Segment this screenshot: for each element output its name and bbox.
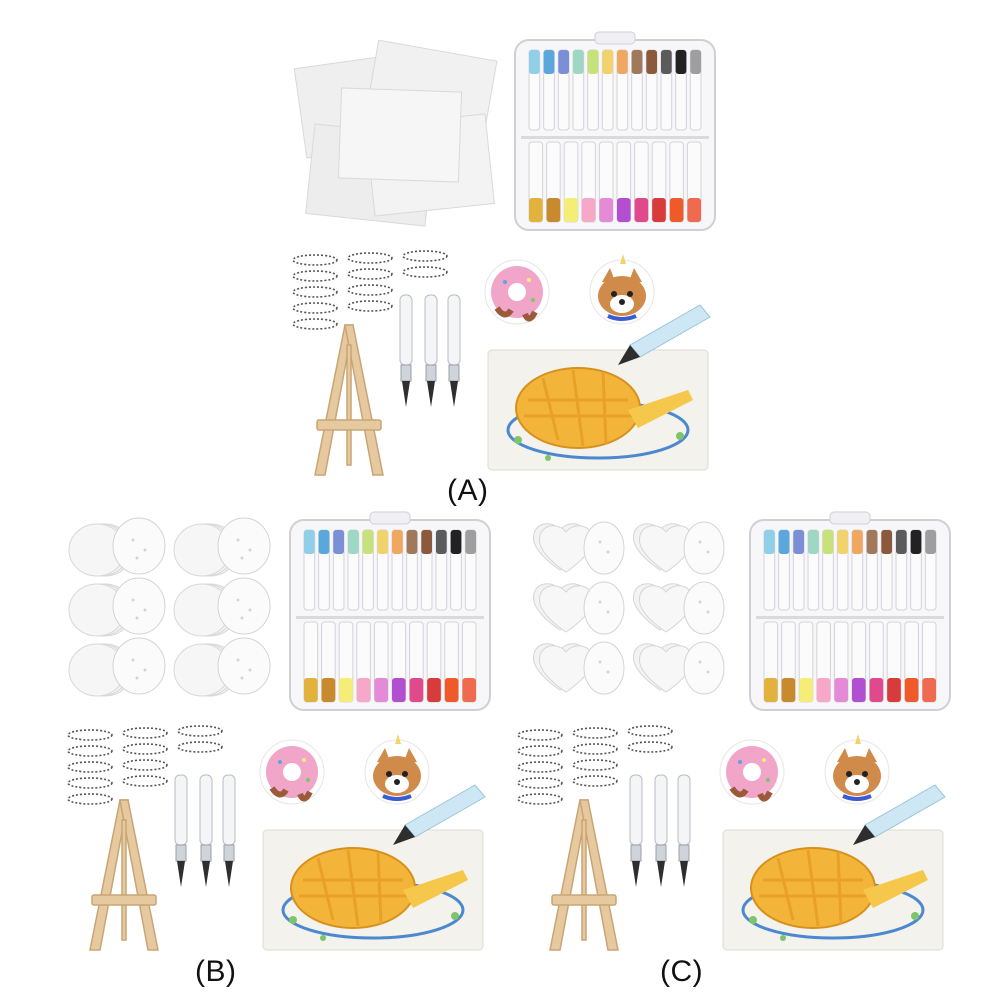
panel-c bbox=[505, 500, 965, 960]
marker-cap bbox=[587, 50, 599, 74]
marker-cap bbox=[573, 50, 584, 74]
marker-cap bbox=[617, 50, 628, 74]
marker-cap bbox=[333, 530, 344, 554]
caption-b: (B) bbox=[195, 955, 237, 988]
marker-cap bbox=[392, 530, 403, 554]
marker-cap bbox=[318, 530, 330, 554]
marker-cap bbox=[529, 198, 543, 222]
marker-case bbox=[749, 511, 951, 711]
marker-cap bbox=[406, 530, 418, 554]
dog-artwork bbox=[823, 732, 891, 806]
marker-cap bbox=[834, 678, 848, 702]
marker-cap bbox=[781, 678, 796, 702]
wooden-easel bbox=[549, 799, 619, 951]
marker-cap bbox=[558, 50, 569, 74]
marker-cap bbox=[887, 678, 901, 702]
marker-cap bbox=[409, 678, 424, 702]
round-paper-discs bbox=[68, 517, 271, 697]
donut-artwork bbox=[485, 260, 549, 324]
wooden-easel bbox=[314, 324, 384, 476]
marker-cap bbox=[462, 678, 476, 702]
marker-cap bbox=[392, 678, 406, 702]
marker-cap bbox=[356, 678, 371, 702]
marker-cap bbox=[799, 678, 813, 702]
marker-cap bbox=[436, 530, 447, 554]
water-brush-pens bbox=[399, 294, 461, 408]
marker-cap bbox=[869, 678, 884, 702]
marker-cap bbox=[852, 678, 866, 702]
marker-cap bbox=[687, 198, 701, 222]
marker-cap bbox=[631, 50, 643, 74]
marker-cap bbox=[617, 198, 631, 222]
marker-cap bbox=[661, 50, 672, 74]
marker-cap bbox=[778, 530, 790, 554]
panel-a bbox=[270, 20, 730, 480]
marker-cap bbox=[764, 678, 778, 702]
marker-cap bbox=[450, 530, 462, 554]
marker-cap bbox=[925, 530, 936, 554]
marker-cap bbox=[764, 530, 775, 554]
bread-artwork bbox=[721, 828, 945, 952]
marker-cap bbox=[546, 198, 561, 222]
marker-cap bbox=[564, 198, 578, 222]
marker-cap bbox=[543, 50, 555, 74]
marker-cap bbox=[348, 530, 359, 554]
caption-a: (A) bbox=[447, 474, 489, 507]
bead-chain-keyrings bbox=[517, 725, 673, 805]
donut-artwork bbox=[260, 740, 324, 804]
panel-b bbox=[45, 500, 505, 960]
marker-cap bbox=[881, 530, 892, 554]
marker-cap bbox=[321, 678, 336, 702]
water-brush-pens bbox=[174, 774, 236, 888]
marker-cap bbox=[599, 198, 613, 222]
dog-artwork bbox=[363, 732, 431, 806]
marker-cap bbox=[690, 50, 701, 74]
bread-artwork bbox=[486, 348, 710, 472]
bread-artwork bbox=[261, 828, 485, 952]
marker-cap bbox=[377, 530, 388, 554]
marker-cap bbox=[304, 678, 318, 702]
marker-cap bbox=[304, 530, 315, 554]
marker-cap bbox=[421, 530, 432, 554]
marker-cap bbox=[910, 530, 922, 554]
marker-cap bbox=[652, 198, 666, 222]
marker-cap bbox=[816, 678, 831, 702]
marker-cap bbox=[581, 198, 596, 222]
marker-cap bbox=[904, 678, 919, 702]
water-brush-pens bbox=[629, 774, 691, 888]
marker-cap bbox=[362, 530, 374, 554]
donut-artwork bbox=[720, 740, 784, 804]
wooden-easel bbox=[89, 799, 159, 951]
marker-cap bbox=[808, 530, 819, 554]
marker-cap bbox=[852, 530, 863, 554]
marker-cap bbox=[896, 530, 907, 554]
dog-artwork bbox=[588, 252, 656, 326]
marker-cap bbox=[529, 50, 540, 74]
marker-cap bbox=[793, 530, 804, 554]
caption-c: (C) bbox=[660, 955, 704, 988]
bead-chain-keyrings bbox=[292, 250, 448, 330]
marker-cap bbox=[634, 198, 649, 222]
marker-cap bbox=[669, 198, 684, 222]
marker-cap bbox=[646, 50, 657, 74]
marker-case bbox=[289, 511, 491, 711]
marker-cap bbox=[822, 530, 834, 554]
marker-case bbox=[514, 31, 716, 231]
marker-cap bbox=[427, 678, 441, 702]
marker-cap bbox=[922, 678, 936, 702]
marker-cap bbox=[866, 530, 878, 554]
marker-cap bbox=[602, 50, 613, 74]
marker-cap bbox=[837, 530, 848, 554]
bead-chain-keyrings bbox=[67, 725, 223, 805]
marker-cap bbox=[675, 50, 687, 74]
marker-cap bbox=[444, 678, 459, 702]
paper-sheets bbox=[293, 39, 498, 227]
marker-cap bbox=[339, 678, 353, 702]
marker-cap bbox=[374, 678, 388, 702]
marker-cap bbox=[465, 530, 476, 554]
heart-paper-pieces bbox=[532, 521, 725, 695]
